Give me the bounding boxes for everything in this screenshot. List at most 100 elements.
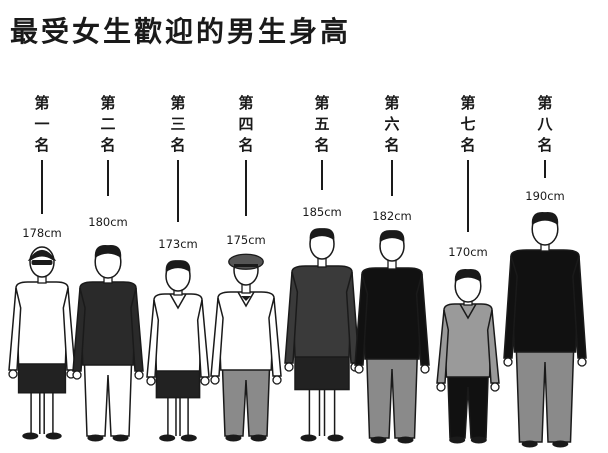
- hand-right: [420, 364, 430, 374]
- arm-right: [268, 297, 282, 377]
- shoe-left: [370, 436, 387, 444]
- shoe-left: [159, 434, 176, 442]
- torso: [217, 291, 275, 371]
- arm-left: [354, 273, 369, 366]
- rank-label-char: 名: [100, 136, 115, 154]
- torso: [15, 281, 69, 365]
- rank-label-char: 名: [314, 136, 329, 154]
- glasses: [31, 260, 53, 265]
- shoe-right: [45, 432, 62, 440]
- rank-label-char: 一: [34, 115, 49, 133]
- rank-label-char: 名: [170, 136, 185, 154]
- hand-left: [284, 362, 294, 372]
- rank-label-char: 八: [536, 115, 553, 133]
- height-label: 175cm: [226, 233, 265, 247]
- torso: [361, 267, 423, 360]
- hair: [94, 245, 122, 258]
- page-title: 最受女生歡迎的男生身高: [10, 15, 352, 48]
- hand-left: [436, 382, 446, 392]
- arm-left: [503, 255, 518, 359]
- height-label: 182cm: [372, 209, 411, 223]
- shoe-left: [22, 432, 39, 440]
- hand-right: [134, 370, 144, 380]
- torso: [443, 303, 493, 378]
- rank-label-char: 第: [384, 94, 399, 112]
- hand-left: [210, 375, 220, 385]
- torso: [510, 249, 580, 353]
- torso: [153, 293, 203, 372]
- figure-1: 第一名 178cm: [8, 94, 76, 440]
- shoe-right: [112, 434, 129, 442]
- rank-label-char: 二: [100, 115, 115, 133]
- hand-left: [72, 370, 82, 380]
- rank-label-char: 五: [314, 115, 329, 133]
- rank-label-char: 七: [460, 115, 475, 133]
- hair: [165, 260, 191, 273]
- arm-right: [415, 273, 430, 366]
- rank-label-char: 第: [100, 94, 115, 112]
- rank-label-char: 第: [34, 94, 49, 112]
- figure-8: 第八名 190cm: [503, 94, 587, 448]
- collar: [237, 291, 255, 308]
- rank-label-char: 第: [460, 94, 475, 112]
- arm-left: [284, 271, 299, 364]
- hair: [454, 269, 482, 282]
- rank-label-char: 第: [537, 94, 552, 112]
- shoe-left: [449, 436, 466, 444]
- shoe-left: [300, 434, 317, 442]
- height-label: 170cm: [448, 245, 487, 259]
- figure-6: 第六名 182cm: [354, 94, 430, 444]
- arm-right: [196, 299, 210, 378]
- trousers: [83, 354, 133, 437]
- hair: [309, 228, 335, 241]
- torso: [79, 281, 137, 366]
- shoe-right: [250, 434, 267, 442]
- height-label: 185cm: [302, 205, 341, 219]
- arm-right: [486, 309, 500, 384]
- shoe-left: [87, 434, 104, 442]
- trousers: [365, 348, 419, 439]
- height-label: 190cm: [525, 189, 564, 203]
- collar: [169, 293, 187, 310]
- hand-right: [200, 376, 210, 386]
- shoe-right: [180, 434, 197, 442]
- hand-right: [577, 357, 587, 367]
- figure-7: 第七名 170cm: [436, 94, 500, 444]
- rank-label-char: 第: [170, 94, 185, 112]
- hair: [379, 230, 405, 243]
- shoe-right: [327, 434, 344, 442]
- rank-label-char: 名: [537, 136, 552, 154]
- rank-label-char: 六: [384, 115, 399, 133]
- arm-left: [72, 287, 86, 372]
- trousers: [221, 359, 271, 437]
- arm-right: [345, 271, 360, 364]
- height-label: 173cm: [158, 237, 197, 251]
- cap-band: [234, 264, 258, 267]
- figure-3: 第三名 173cm: [146, 94, 210, 442]
- shoe-right: [470, 436, 487, 444]
- rank-label-char: 名: [460, 136, 475, 154]
- shoe-left: [521, 440, 538, 448]
- rank-label-char: 三: [170, 115, 185, 133]
- hand-left: [354, 364, 364, 374]
- arm-right: [130, 287, 144, 372]
- hand-left: [146, 376, 156, 386]
- hand-left: [8, 369, 18, 379]
- arm-left: [146, 299, 160, 378]
- hand-right: [490, 382, 500, 392]
- torso: [291, 265, 353, 358]
- arm-right: [62, 287, 76, 371]
- rank-label-char: 名: [238, 136, 253, 154]
- trousers: [515, 341, 575, 443]
- hair: [531, 212, 559, 225]
- rank-label-char: 名: [384, 136, 399, 154]
- hair: [27, 249, 57, 261]
- rank-label-char: 名: [34, 136, 49, 154]
- rank-label-char: 四: [238, 115, 253, 133]
- arm-right: [572, 255, 587, 359]
- height-label: 178cm: [22, 226, 61, 240]
- arm-left: [436, 309, 450, 384]
